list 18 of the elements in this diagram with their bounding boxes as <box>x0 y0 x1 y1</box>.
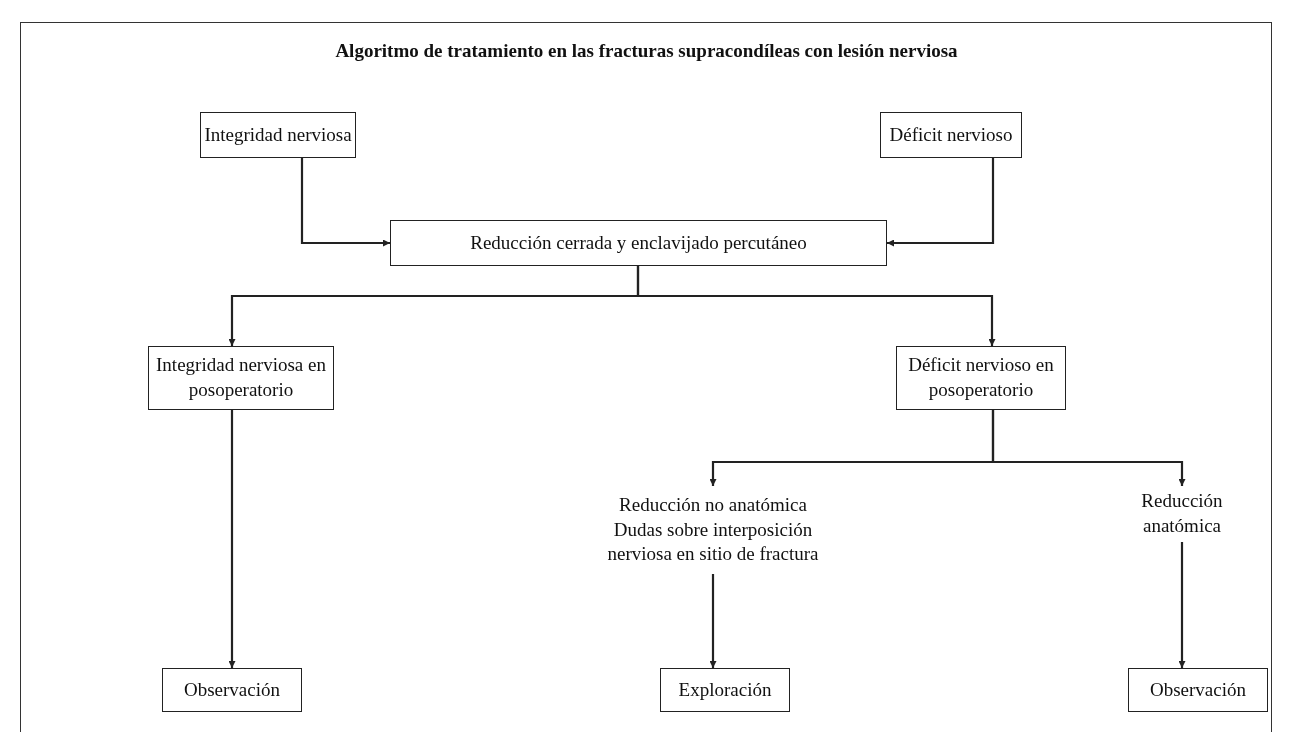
process-box: Integridad nerviosa <box>200 112 356 158</box>
diagram-title: Algoritmo de tratamiento en las fracturas supracondíleas con lesión nerviosa <box>334 40 959 62</box>
process-box: Observación <box>162 668 302 712</box>
node-text: Reducción no anatómica <box>619 492 807 517</box>
arrow <box>991 410 1186 486</box>
process-box: Observación <box>1128 668 1268 712</box>
node-text: Dudas sobre interposición nerviosa en sitio de fractura <box>606 517 820 567</box>
process-box: Exploración <box>660 668 790 712</box>
arrow <box>887 158 995 247</box>
process-box: Déficit nervioso en posoperatorio <box>896 346 1066 410</box>
process-box: Déficit nervioso <box>880 112 1022 158</box>
process-box: Integridad nerviosa en posoperatorio <box>148 346 334 410</box>
arrow <box>300 158 390 247</box>
arrow <box>709 574 717 668</box>
arrow <box>1178 542 1186 668</box>
process-box: Reducción cerrada y enclavijado percutáneo <box>390 220 887 266</box>
arrow <box>228 410 236 668</box>
arrow <box>636 266 996 346</box>
